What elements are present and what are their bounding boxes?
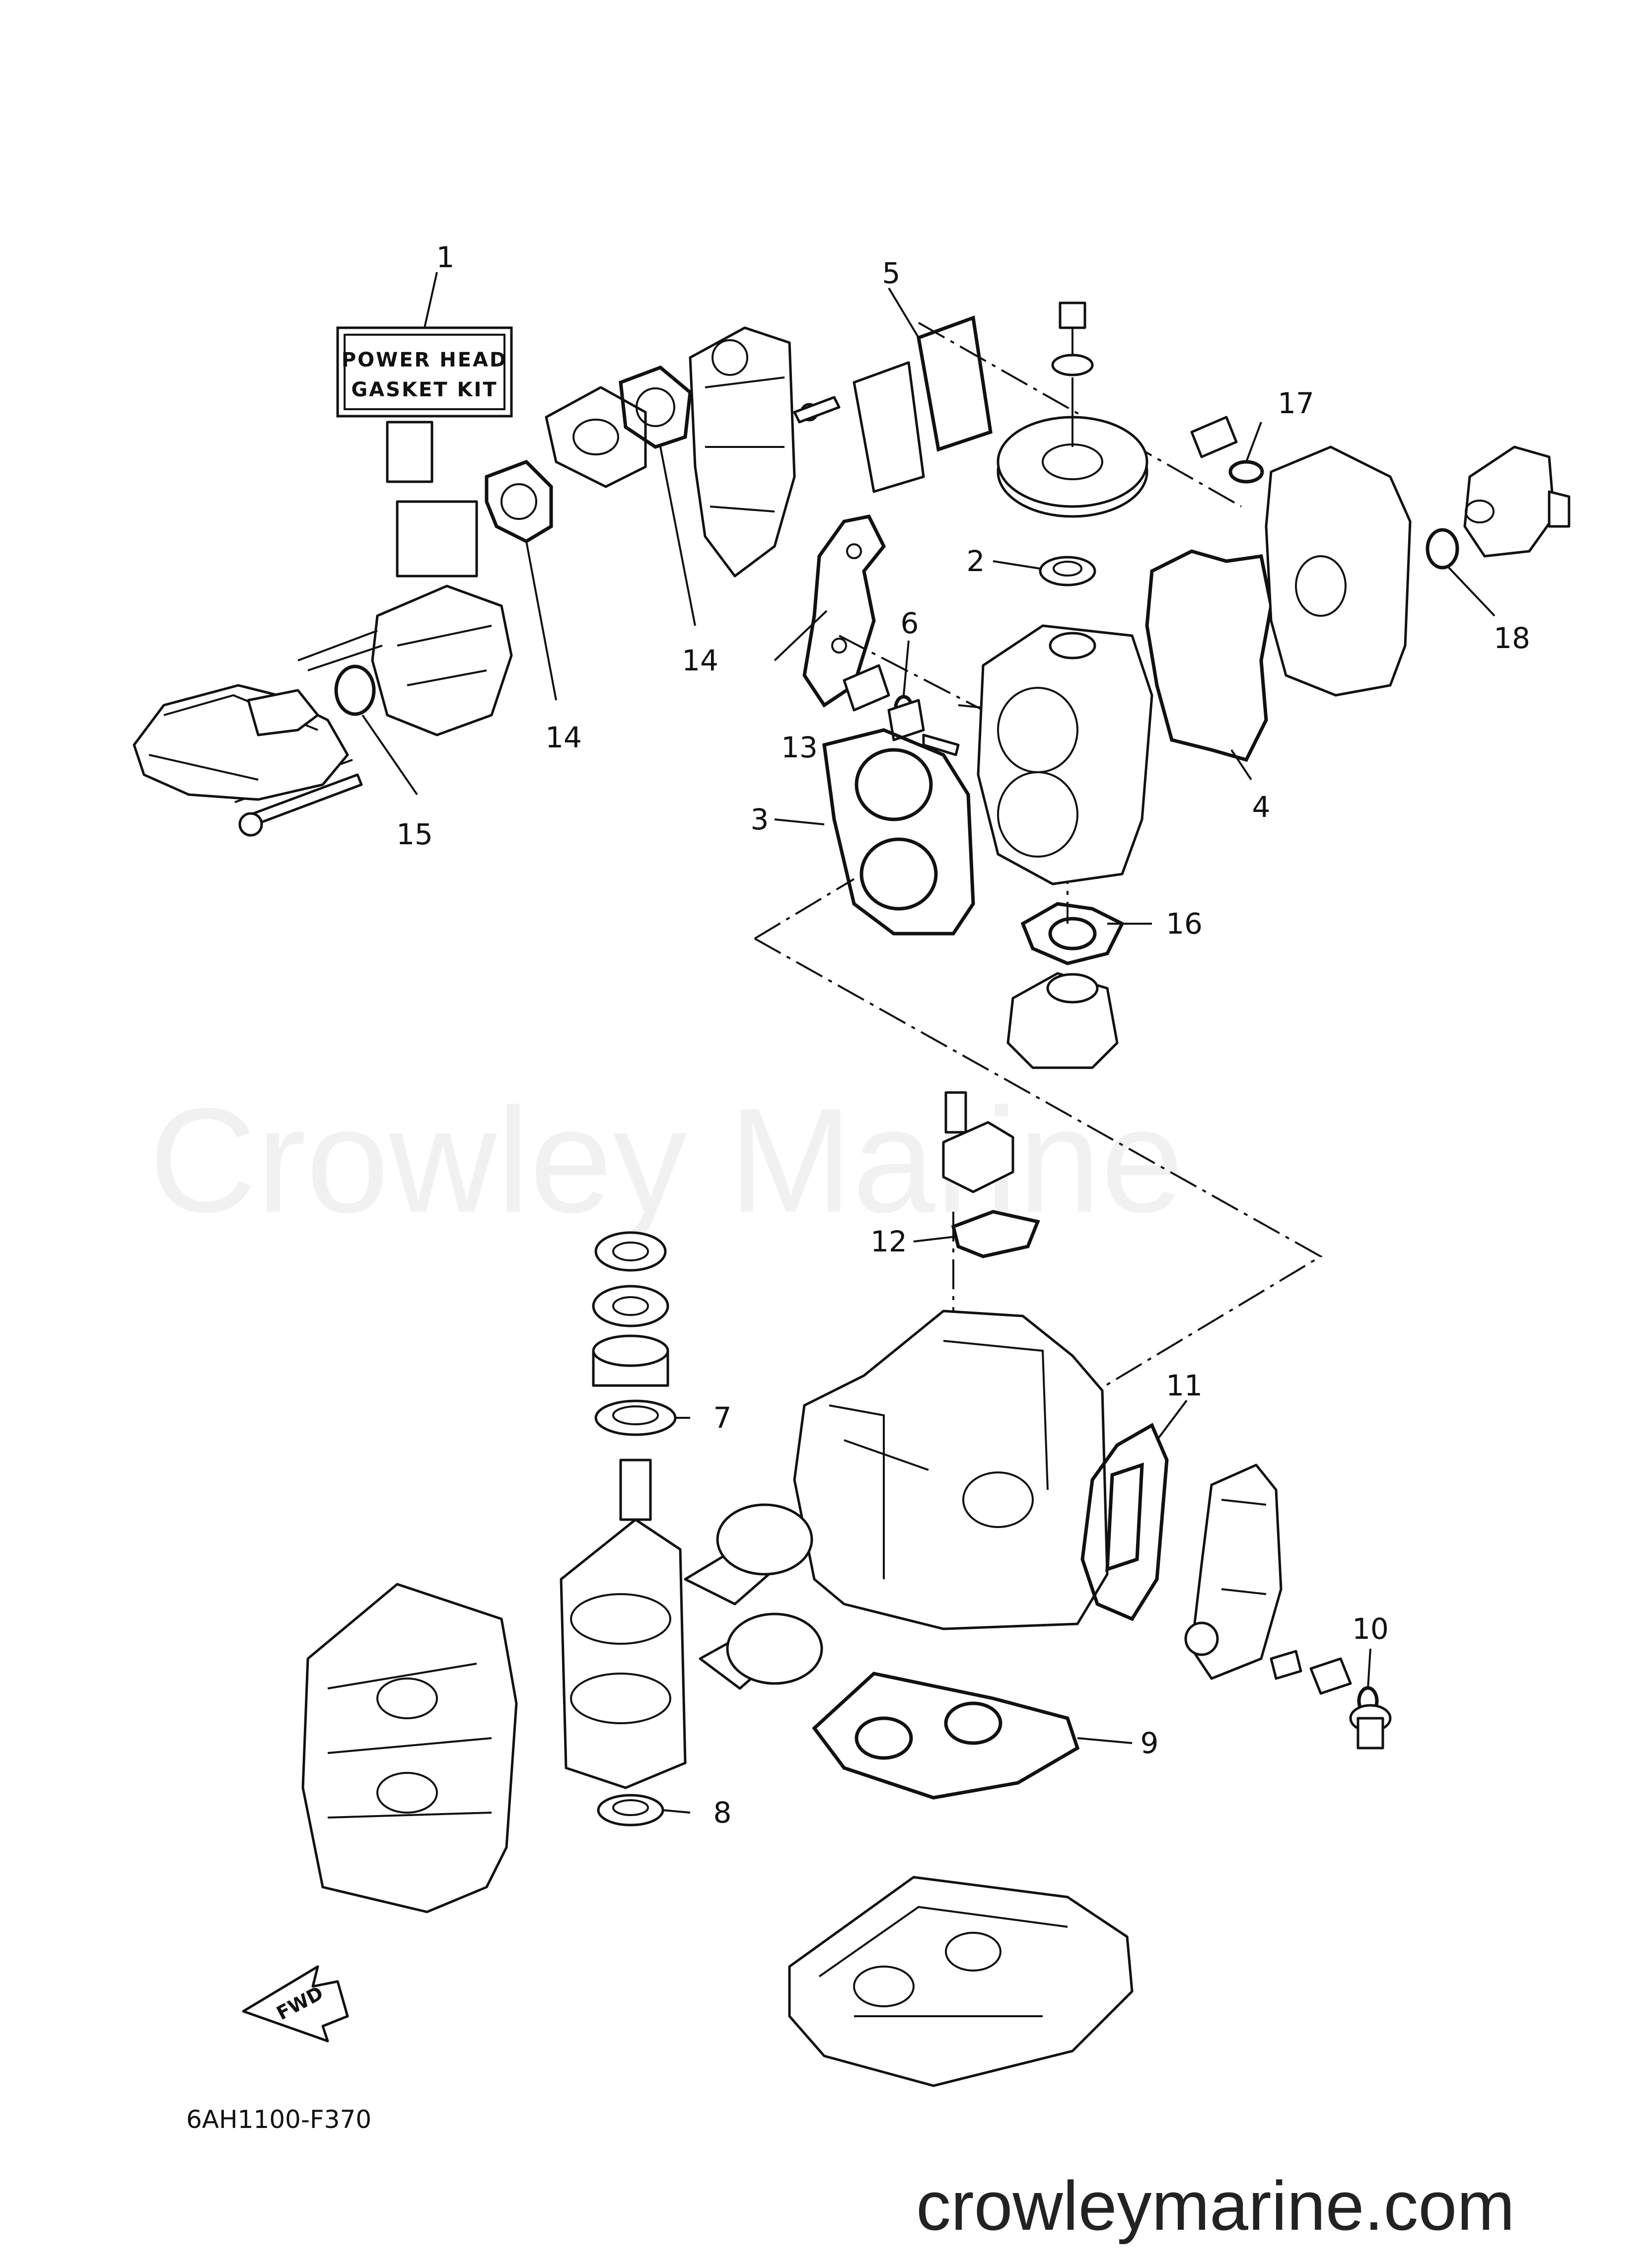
exhaust-cover-gasket [1080,1423,1169,1621]
cylinder-head-gasket [822,728,975,936]
head-cover-gasket [1145,549,1273,762]
drain-plug [1349,1704,1392,1750]
oil-pressure-housing [942,1091,1014,1193]
callout-8: 8 [714,1796,732,1829]
callout-4: 4 [1252,790,1271,824]
diagram-code: 6AH1100-F370 [186,2105,371,2134]
pistons-and-rods [684,1503,823,1690]
intake-gasket-b [619,366,692,449]
fuel-pump [1463,445,1571,558]
callout-13: 13 [781,731,818,764]
callout-18: 18 [1494,621,1530,655]
thermostat-cover [1006,972,1119,1069]
long-bolt [238,773,363,837]
head-cover [1190,416,1412,697]
gasket-5 [917,315,993,452]
callout-2: 2 [967,544,985,578]
upper-case [788,1876,1134,2087]
intake-gasket-a [485,459,553,543]
spring-and-plunger [843,664,960,756]
callout-15: 15 [396,817,433,851]
callout-labels: 1 2 3 4 5 6 7 8 9 10 11 12 13 14 14 15 1… [396,240,1530,1829]
callout-1: 1 [436,240,455,274]
anode-and-bolt [1270,1650,1352,1695]
callout-17: 17 [1278,386,1314,420]
kit-label-line2: GASKET KIT [351,378,498,401]
gasket-kit-label: POWER HEAD GASKET KIT [336,326,513,418]
cover-plate [793,361,925,493]
callout-5: 5 [882,256,901,290]
cylinder-block [793,1310,1109,1630]
top-bolt [1051,301,1094,376]
crank-bearings [592,1231,669,1387]
gasket-12 [951,1210,1040,1258]
cylinder-head [977,624,1153,885]
callout-16: 16 [1166,907,1203,941]
callout-3: 3 [751,803,769,836]
callout-12: 12 [870,1225,907,1258]
intake-spacer [545,386,647,488]
callout-14b: 14 [682,644,718,677]
callout-6: 6 [901,606,919,640]
callout-14a: 14 [545,721,582,754]
crankshaft [560,1459,687,1789]
callout-11: 11 [1166,1369,1203,1402]
callout-9: 9 [1141,1726,1159,1760]
intake-manifold [689,326,796,578]
base-gasket-9 [812,1672,1080,1800]
cam-pulley [997,377,1148,518]
crankcase [301,1583,518,1913]
o-ring-18 [1426,528,1459,570]
kit-label-line1: POWER HEAD [342,349,507,371]
thermostat-gasket [1020,902,1125,965]
oil-seal-7 [594,1399,677,1436]
fwd-arrow: FWD [242,1965,349,2043]
callout-10: 10 [1352,1612,1389,1646]
callout-7: 7 [714,1401,732,1435]
exhaust-cover [1184,1463,1283,1680]
o-ring-15 [334,664,376,716]
callout-leaders [361,287,1496,1814]
o-ring-17 [1228,460,1264,484]
intake-silencer [133,684,349,801]
footer-site: crowleymarine.com [916,2167,1515,2245]
carburetor [297,421,513,736]
oil-seal-8 [597,1794,664,1827]
oil-seal-2 [1039,556,1096,586]
